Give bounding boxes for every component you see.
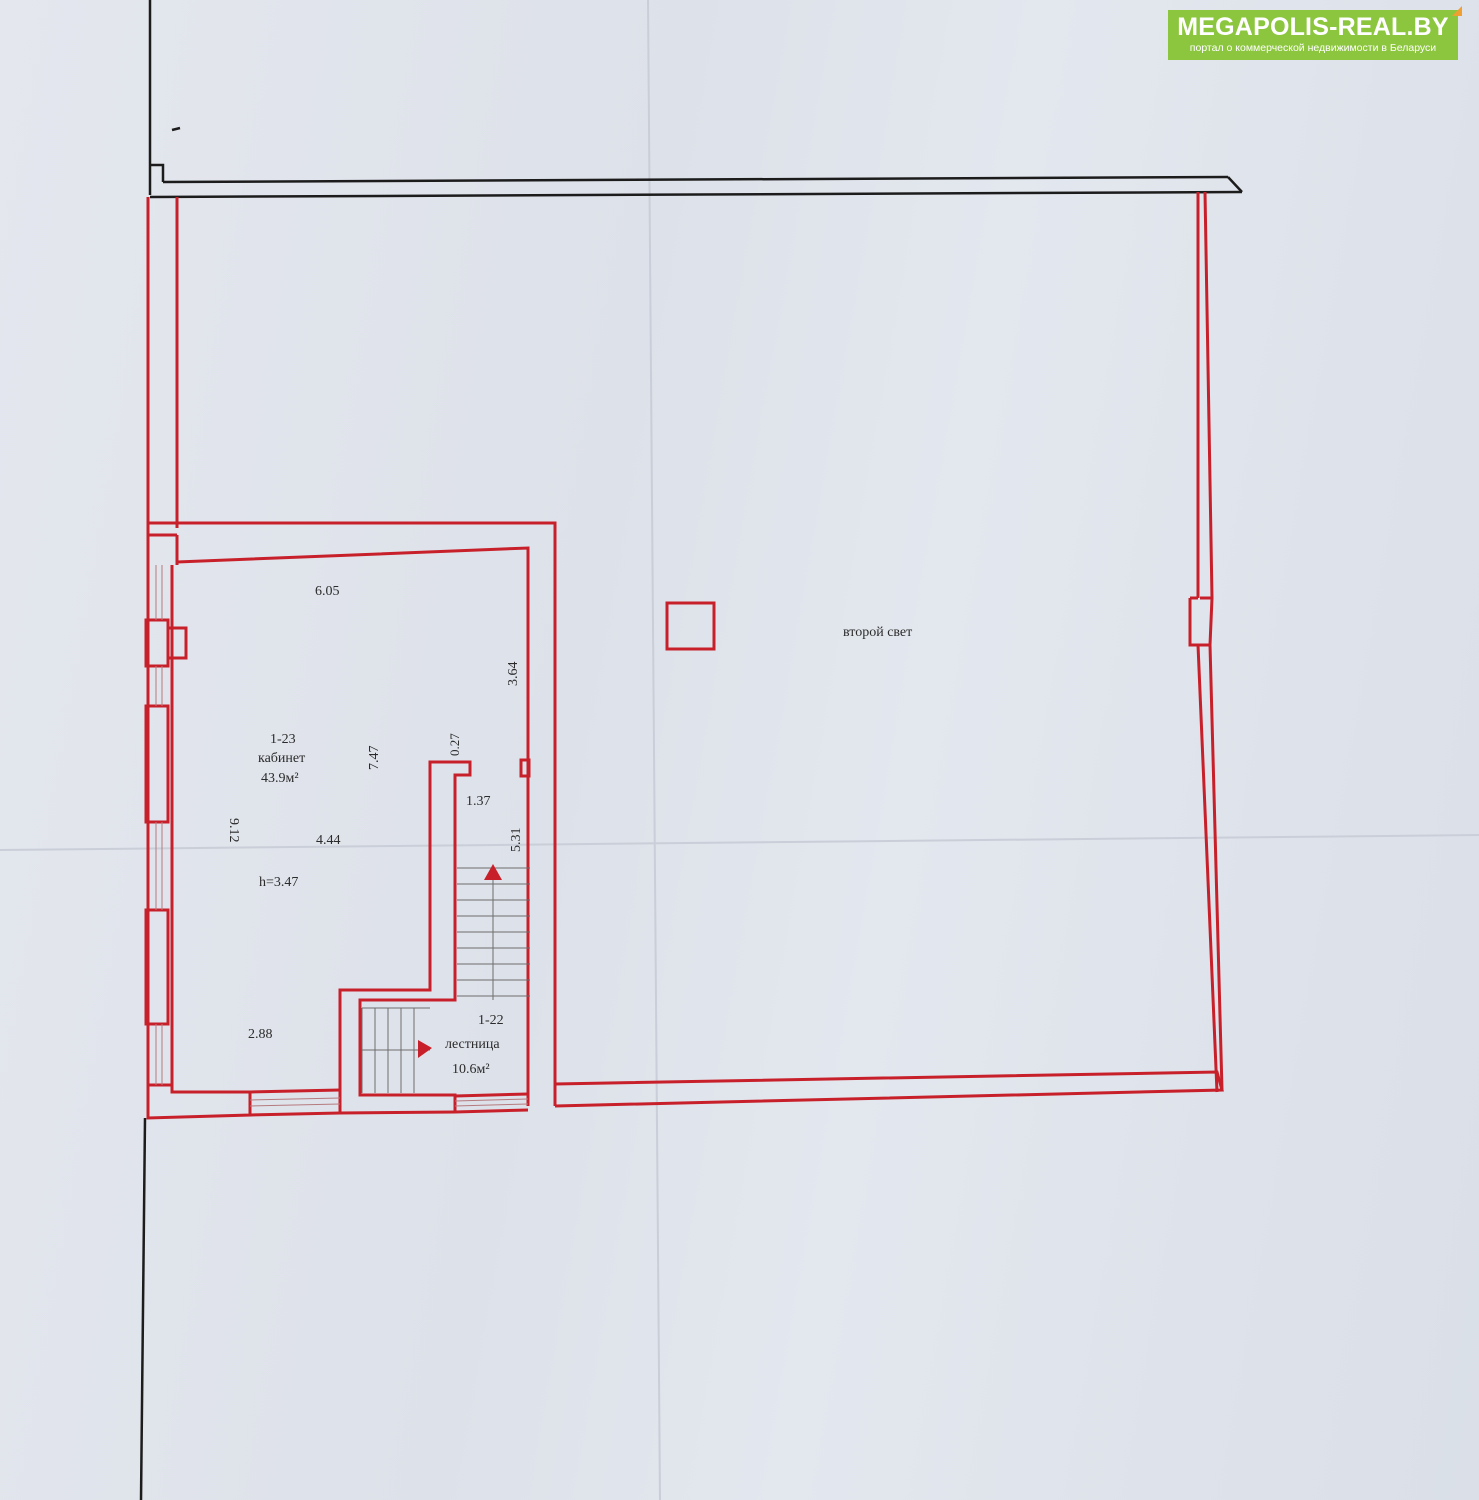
room-office-area: 43.9м² (261, 771, 299, 786)
dimension-3-64: 3.64 (506, 662, 521, 687)
dimension-0-27: 0.27 (447, 733, 462, 756)
room-office-number: 1-23 (270, 732, 296, 747)
room-stairs-area: 10.6м² (452, 1062, 490, 1077)
room-stairs-name: лестница (445, 1037, 500, 1052)
room-office-name: кабинет (258, 751, 305, 766)
dimension-7-47: 7.47 (367, 746, 382, 771)
stair-treads (361, 867, 530, 1093)
watermark-subtitle: портал о коммерческой недвижимости в Бел… (1189, 42, 1437, 54)
room-stairs-number: 1-22 (478, 1013, 504, 1028)
dimension-6-05: 6.05 (315, 584, 340, 599)
existing-walls (139, 0, 1243, 1500)
window-glazing (155, 565, 529, 1107)
room-void-name: второй свет (843, 625, 912, 640)
red-walls (144, 191, 1224, 1120)
stair-arrow-right-icon (418, 1040, 432, 1058)
dimension-2-88: 2.88 (248, 1027, 273, 1042)
dimension-9-12: 9.12 (226, 818, 241, 843)
room-office-height: h=3.47 (259, 875, 298, 890)
dimension-1-37: 1.37 (466, 794, 491, 809)
dimension-5-31: 5.31 (509, 828, 524, 853)
watermark-title: MEGAPOLIS-REAL.BY (1177, 13, 1449, 41)
watermark-logo: MEGAPOLIS-REAL.BY портал о коммерческой … (1168, 6, 1462, 60)
watermark-corner-icon (1452, 6, 1462, 16)
dimension-4-44: 4.44 (316, 833, 341, 848)
stair-arrow-up-icon (484, 864, 502, 880)
